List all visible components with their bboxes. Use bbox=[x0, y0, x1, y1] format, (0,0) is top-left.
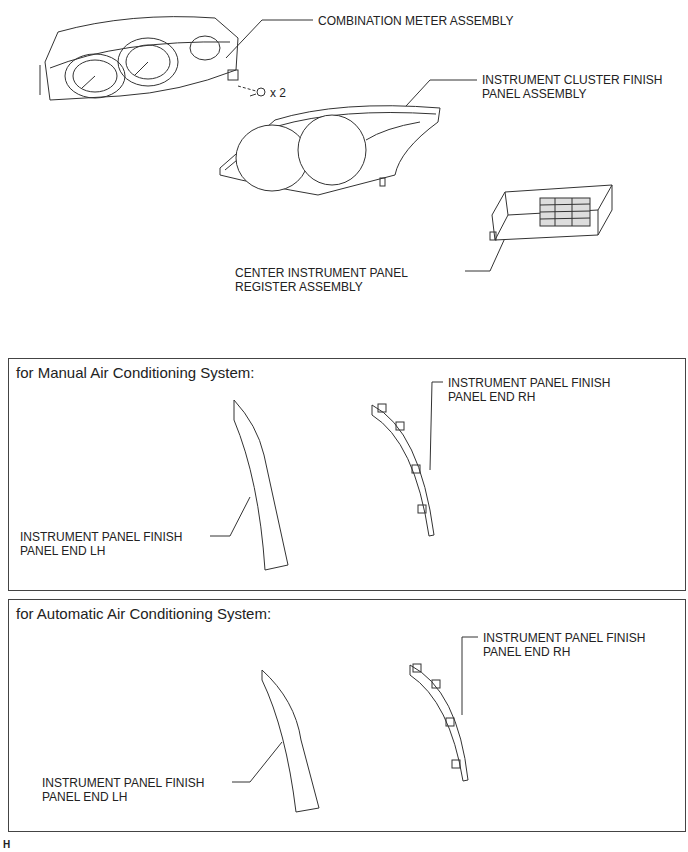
needle bbox=[82, 76, 95, 88]
panel-clip bbox=[380, 178, 385, 186]
register-clip bbox=[490, 232, 496, 240]
register-housing bbox=[492, 185, 612, 240]
part-name: x 2 bbox=[270, 86, 286, 100]
leader-line bbox=[465, 238, 505, 271]
part-name: INSTRUMENT CLUSTER FINISH PANEL ASSEMBLY bbox=[482, 73, 682, 101]
screw bbox=[257, 88, 265, 96]
leader-line bbox=[430, 382, 443, 470]
finish-panel bbox=[220, 106, 440, 195]
panel-end-lh bbox=[234, 400, 288, 570]
vent-slat bbox=[555, 198, 556, 226]
panel-clip bbox=[446, 718, 454, 726]
part-name: INSTRUMENT PANEL FINISH PANEL END LH bbox=[42, 776, 232, 804]
meter-gauge bbox=[126, 45, 170, 79]
box-heading: for Automatic Air Conditioning System: bbox=[9, 600, 685, 622]
part-name: INSTRUMENT PANEL FINISH PANEL END LH bbox=[20, 530, 210, 558]
screw-path bbox=[238, 86, 256, 91]
vent-slat bbox=[572, 198, 573, 226]
leader-line bbox=[232, 742, 282, 782]
leader-line bbox=[226, 20, 313, 58]
needle bbox=[135, 62, 148, 75]
meter-gauge bbox=[118, 38, 178, 86]
meter-gauge bbox=[73, 60, 117, 92]
leader-line bbox=[210, 497, 250, 536]
screw bbox=[250, 94, 256, 96]
panel-clip bbox=[452, 760, 460, 768]
meter-gauge bbox=[65, 54, 125, 98]
panel-clip bbox=[432, 680, 440, 688]
panel-end-rh bbox=[372, 405, 434, 536]
part-name: CENTER INSTRUMENT PANEL REGISTER ASSEMBL… bbox=[235, 266, 430, 294]
condition-box: for Manual Air Conditioning System: bbox=[8, 358, 686, 591]
panel-end-lh bbox=[262, 670, 319, 812]
register-edge bbox=[495, 185, 612, 240]
leader-line bbox=[462, 637, 478, 715]
meter-tab bbox=[228, 70, 238, 80]
panel-opening bbox=[366, 122, 420, 140]
panel-clip bbox=[412, 465, 420, 473]
panel-clip bbox=[378, 404, 386, 412]
meter-gauge bbox=[190, 36, 220, 60]
meter-tab bbox=[40, 65, 41, 95]
part-name: INSTRUMENT PANEL FINISH PANEL END RH bbox=[448, 376, 638, 404]
vent-slat bbox=[540, 218, 590, 219]
vent-slat bbox=[540, 211, 590, 212]
part-name: COMBINATION METER ASSEMBLY bbox=[318, 14, 514, 28]
panel-end-rh bbox=[410, 665, 468, 781]
vent-slat bbox=[540, 204, 590, 205]
figure-code: H bbox=[3, 838, 10, 852]
panel-opening bbox=[298, 115, 366, 185]
panel-opening bbox=[236, 125, 308, 191]
panel-clip bbox=[418, 505, 426, 513]
panel-clip bbox=[413, 664, 421, 672]
register-vents bbox=[540, 198, 590, 226]
part-name: INSTRUMENT PANEL FINISH PANEL END RH bbox=[483, 631, 673, 659]
panel-clip bbox=[396, 422, 404, 430]
meter-housing bbox=[45, 17, 238, 100]
